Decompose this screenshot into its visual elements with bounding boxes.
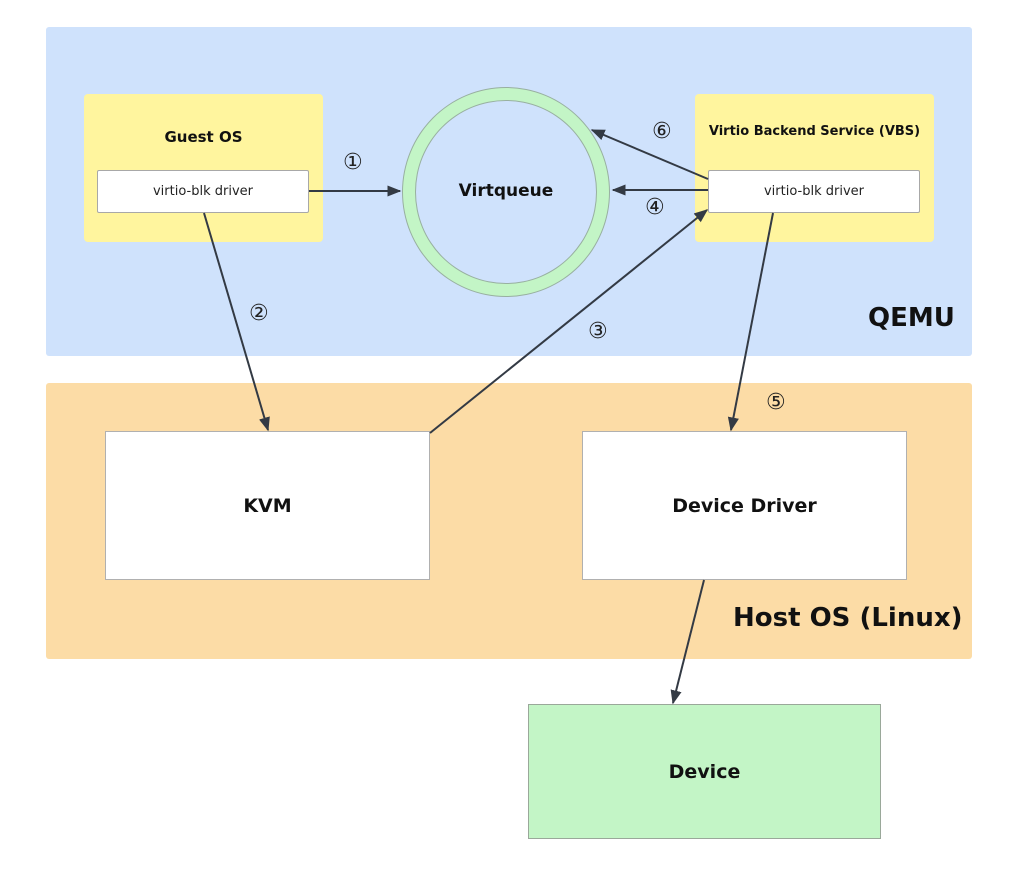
- host-os-label: Host OS (Linux): [733, 603, 963, 633]
- vbs-box[interactable]: [695, 94, 934, 242]
- guest-os-box[interactable]: [84, 94, 323, 242]
- guest-virtio-blk-driver[interactable]: virtio-blk driver: [97, 170, 309, 213]
- step-3-label: ③: [588, 319, 608, 344]
- qemu-label: QEMU: [868, 303, 955, 333]
- guest-os-title: Guest OS: [164, 128, 243, 146]
- virtqueue-label: Virtqueue: [458, 181, 554, 201]
- step-1-label: ①: [343, 150, 363, 175]
- vbs-virtio-blk-driver[interactable]: virtio-blk driver: [708, 170, 920, 213]
- step-6-label: ⑥: [652, 119, 672, 144]
- vbs-title: Virtio Backend Service (VBS): [708, 124, 921, 139]
- device-box[interactable]: Device: [528, 704, 881, 839]
- step-4-label: ④: [645, 195, 665, 220]
- step-2-label: ②: [249, 301, 269, 326]
- device-driver-box[interactable]: Device Driver: [582, 431, 907, 580]
- step-5-label: ⑤: [766, 390, 786, 415]
- kvm-label: KVM: [243, 494, 292, 517]
- kvm-box[interactable]: KVM: [105, 431, 430, 580]
- device-driver-label: Device Driver: [672, 494, 817, 517]
- device-label: Device: [668, 760, 741, 783]
